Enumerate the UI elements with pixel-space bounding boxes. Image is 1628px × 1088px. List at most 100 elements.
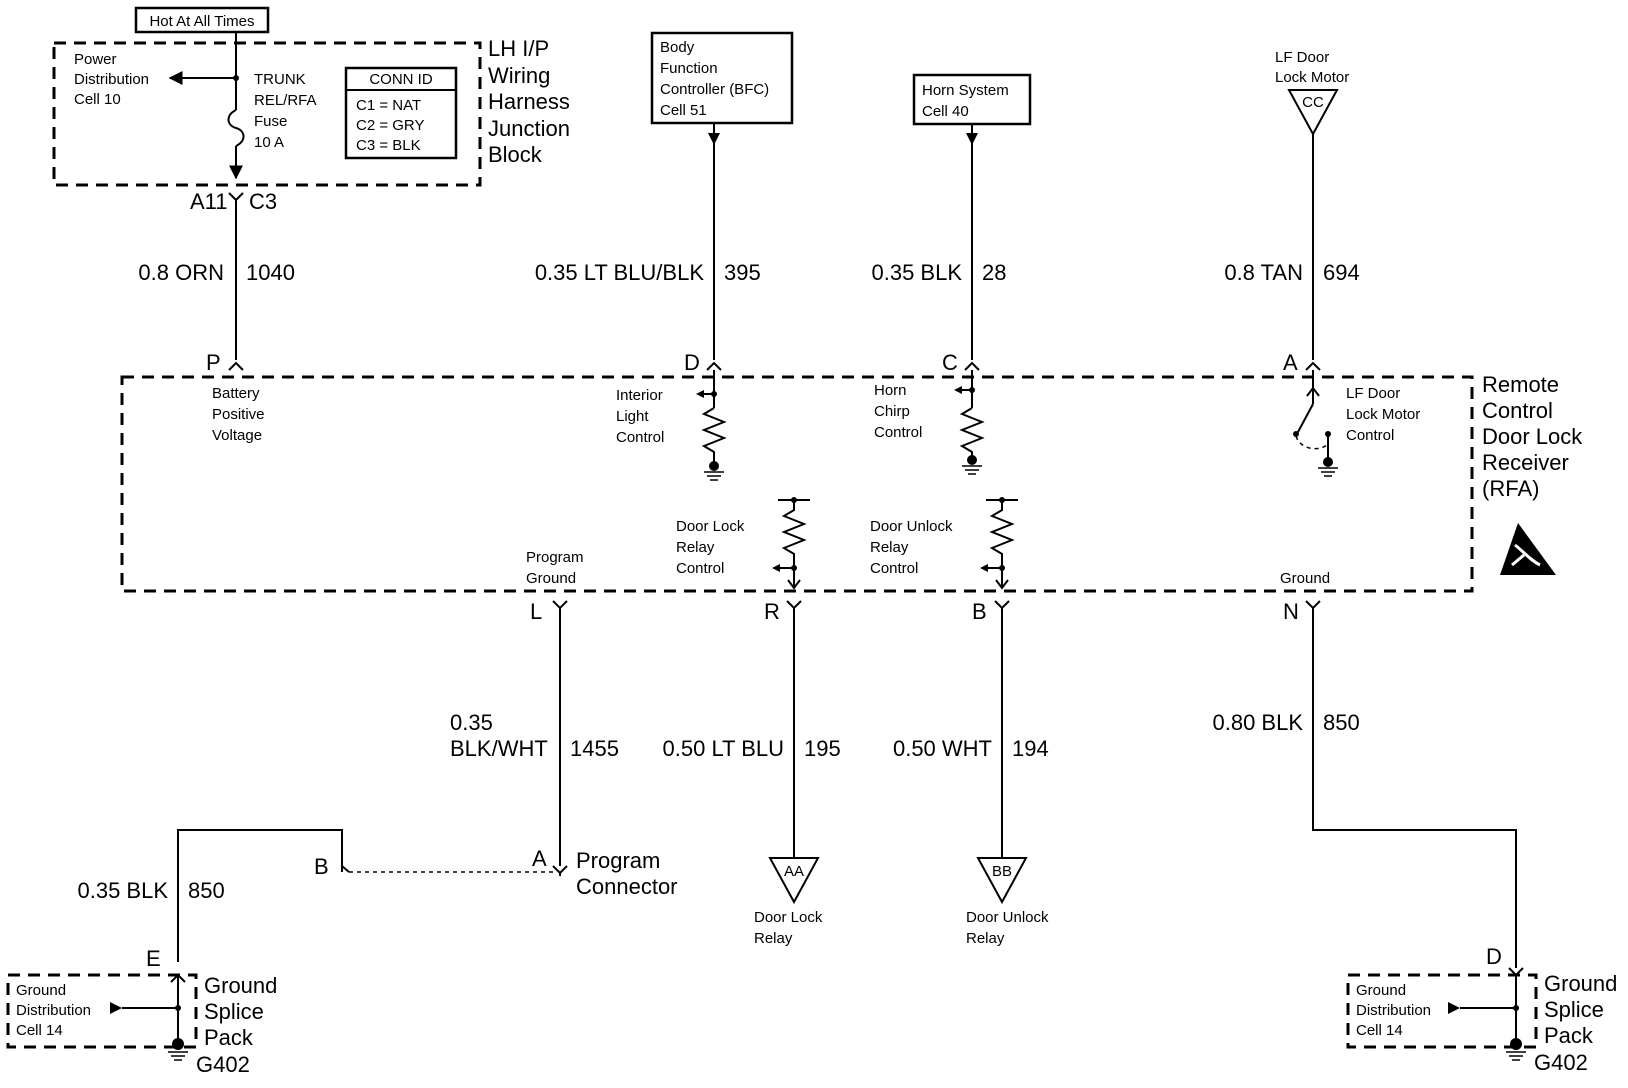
svg-text:E: E bbox=[146, 946, 161, 971]
svg-text:Program: Program bbox=[576, 848, 660, 873]
svg-text:Hot At All Times: Hot At All Times bbox=[149, 13, 254, 30]
svg-text:Distribution: Distribution bbox=[16, 1002, 91, 1019]
svg-text:CC: CC bbox=[1302, 94, 1324, 111]
svg-text:Ground: Ground bbox=[204, 973, 277, 998]
svg-text:A: A bbox=[532, 846, 547, 871]
ground-splice-pack-left: Ground Distribution Cell 14 Ground Splic… bbox=[6, 973, 277, 1077]
svg-text:B: B bbox=[972, 599, 987, 624]
svg-text:1455: 1455 bbox=[570, 736, 619, 761]
svg-text:D: D bbox=[1486, 944, 1502, 969]
svg-text:Receiver: Receiver bbox=[1482, 450, 1569, 475]
remote-control-door-lock-receiver: Remote Control Door Lock Receiver (RFA) bbox=[120, 372, 1583, 593]
svg-text:Program: Program bbox=[526, 549, 584, 566]
svg-text:Battery: Battery bbox=[212, 385, 260, 402]
svg-text:28: 28 bbox=[982, 260, 1006, 285]
svg-text:Control: Control bbox=[676, 560, 724, 577]
svg-text:Voltage: Voltage bbox=[212, 427, 262, 444]
svg-text:Cell 14: Cell 14 bbox=[16, 1022, 63, 1039]
svg-text:Connector: Connector bbox=[576, 874, 678, 899]
door-unlock-relay-ref: BB Door Unlock Relay bbox=[966, 857, 1049, 947]
svg-text:Control: Control bbox=[870, 560, 918, 577]
svg-text:Interior: Interior bbox=[616, 387, 663, 404]
svg-text:194: 194 bbox=[1012, 736, 1049, 761]
svg-text:0.8 TAN: 0.8 TAN bbox=[1224, 260, 1303, 285]
svg-text:Relay: Relay bbox=[870, 539, 909, 556]
svg-text:850: 850 bbox=[1323, 710, 1360, 735]
svg-text:Chirp: Chirp bbox=[874, 403, 910, 420]
svg-text:BB: BB bbox=[992, 863, 1012, 880]
svg-text:Cell 10: Cell 10 bbox=[74, 91, 121, 108]
svg-text:1040: 1040 bbox=[246, 260, 295, 285]
pin-p: P bbox=[206, 350, 244, 375]
conn-id-table: CONN ID C1 = NAT C2 = GRY C3 = BLK bbox=[344, 66, 458, 160]
svg-text:195: 195 bbox=[804, 736, 841, 761]
svg-text:Splice: Splice bbox=[204, 999, 264, 1024]
svg-text:Door Lock: Door Lock bbox=[1482, 424, 1583, 449]
door-unlock-relay-control: Door Unlock Relay Control bbox=[870, 497, 1018, 590]
svg-text:Ground: Ground bbox=[1280, 570, 1330, 587]
svg-text:0.50 WHT: 0.50 WHT bbox=[893, 736, 992, 761]
svg-text:Wiring: Wiring bbox=[488, 63, 550, 88]
svg-text:Power: Power bbox=[74, 51, 117, 68]
svg-text:Ground: Ground bbox=[1544, 971, 1617, 996]
wire-850-left: 0.35 BLK 850 E bbox=[77, 829, 343, 971]
svg-text:Horn System: Horn System bbox=[922, 82, 1009, 99]
svg-text:0.8 ORN: 0.8 ORN bbox=[138, 260, 224, 285]
svg-text:Horn: Horn bbox=[874, 382, 907, 399]
wire-28: 0.35 BLK 28 bbox=[871, 260, 1006, 285]
svg-text:TRUNK: TRUNK bbox=[254, 71, 306, 88]
wire-694: 0.8 TAN 694 bbox=[1224, 260, 1359, 285]
svg-text:Door Unlock: Door Unlock bbox=[966, 909, 1049, 926]
svg-text:Lock Motor: Lock Motor bbox=[1346, 406, 1420, 423]
svg-text:Junction: Junction bbox=[488, 116, 570, 141]
svg-text:C3 = BLK: C3 = BLK bbox=[356, 137, 421, 154]
svg-text:Ground: Ground bbox=[16, 982, 66, 999]
pin-l: L bbox=[530, 599, 568, 624]
svg-text:N: N bbox=[1283, 599, 1299, 624]
svg-text:LF Door: LF Door bbox=[1346, 385, 1400, 402]
svg-text:0.50 LT BLU: 0.50 LT BLU bbox=[663, 736, 784, 761]
pin-d: D bbox=[684, 350, 722, 375]
pin-b-receiver: B bbox=[972, 599, 1010, 624]
pin-n: N bbox=[1283, 599, 1321, 624]
wire-194: 0.50 WHT 194 bbox=[893, 608, 1049, 858]
svg-text:Door Unlock: Door Unlock bbox=[870, 518, 953, 535]
svg-text:Cell 14: Cell 14 bbox=[1356, 1022, 1403, 1039]
svg-text:Relay: Relay bbox=[676, 539, 715, 556]
svg-text:Pack: Pack bbox=[1544, 1023, 1594, 1048]
svg-text:Lock Motor: Lock Motor bbox=[1275, 69, 1349, 86]
wire-195: 0.50 LT BLU 195 bbox=[663, 608, 841, 858]
pin-a: A bbox=[1283, 350, 1321, 375]
svg-text:0.35 BLK: 0.35 BLK bbox=[871, 260, 962, 285]
svg-text:0.35 LT BLU/BLK: 0.35 LT BLU/BLK bbox=[535, 260, 705, 285]
svg-text:Ground: Ground bbox=[526, 570, 576, 587]
svg-text:Positive: Positive bbox=[212, 406, 265, 423]
lh-ip-junction-block: LH I/P Wiring Harness Junction Block bbox=[52, 36, 570, 187]
svg-text:B: B bbox=[314, 854, 329, 879]
door-lock-relay-ref: AA Door Lock Relay bbox=[754, 857, 823, 947]
svg-text:P: P bbox=[206, 350, 221, 375]
svg-text:Body: Body bbox=[660, 39, 695, 56]
wire-850-right: 0.80 BLK 850 bbox=[1212, 608, 1517, 968]
door-lock-relay-control: Door Lock Relay Control bbox=[676, 497, 810, 590]
svg-text:C1 = NAT: C1 = NAT bbox=[356, 97, 421, 114]
svg-text:Control: Control bbox=[874, 424, 922, 441]
svg-text:395: 395 bbox=[724, 260, 761, 285]
svg-text:CONN ID: CONN ID bbox=[369, 71, 433, 88]
lf-door-lock-motor-control: LF Door Lock Motor Control bbox=[1293, 370, 1420, 477]
svg-text:D: D bbox=[684, 350, 700, 375]
svg-text:Splice: Splice bbox=[1544, 997, 1604, 1022]
power-distribution-ref: Power Distribution Cell 10 bbox=[74, 51, 239, 108]
svg-text:R: R bbox=[764, 599, 780, 624]
horn-system-box: Horn System Cell 40 bbox=[912, 73, 1032, 360]
horn-chirp-control: Horn Chirp Control bbox=[874, 370, 985, 475]
svg-text:LF Door: LF Door bbox=[1275, 49, 1329, 66]
svg-text:Function: Function bbox=[660, 60, 718, 77]
svg-text:Pack: Pack bbox=[204, 1025, 254, 1050]
svg-text:REL/RFA: REL/RFA bbox=[254, 92, 317, 109]
svg-text:LH I/P: LH I/P bbox=[488, 36, 549, 61]
svg-text:L: L bbox=[530, 599, 542, 624]
pin-c: C bbox=[942, 350, 980, 375]
svg-text:Distribution: Distribution bbox=[1356, 1002, 1431, 1019]
